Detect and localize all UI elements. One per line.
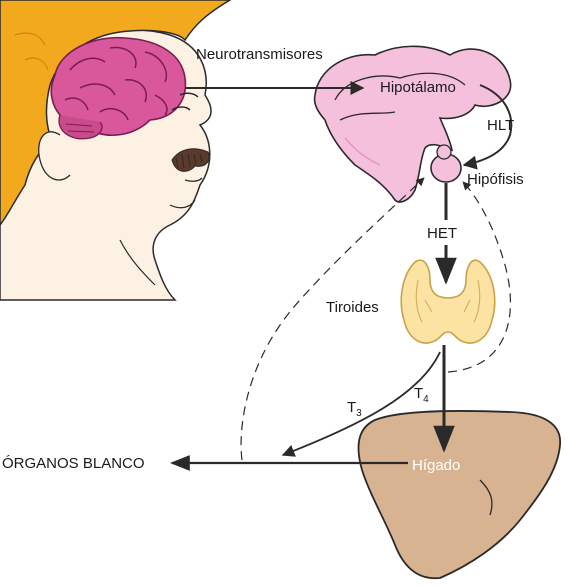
label-liver: Hígado bbox=[412, 457, 461, 474]
label-thyroid: Tiroides bbox=[326, 299, 379, 316]
feedback-dashed-right bbox=[447, 181, 512, 373]
cerebellum bbox=[58, 114, 103, 140]
label-target-organs: ÓRGANOS BLANCO bbox=[2, 455, 145, 472]
t3-arrow bbox=[281, 351, 441, 457]
brain-folds bbox=[64, 46, 168, 121]
label-het: HET bbox=[427, 225, 457, 242]
liver-organ bbox=[357, 410, 561, 580]
hair bbox=[0, 0, 232, 227]
feedback-dashed-left bbox=[240, 177, 425, 461]
label-pituitary: Hipófisis bbox=[467, 171, 524, 188]
liver-illustration bbox=[357, 410, 561, 580]
hlt-arrow bbox=[462, 84, 513, 170]
label-t3: T3 bbox=[347, 399, 362, 419]
brain bbox=[50, 36, 187, 136]
ear bbox=[38, 131, 71, 181]
hypothalamus-inner bbox=[334, 72, 466, 121]
thyroid-illustration bbox=[400, 259, 496, 344]
label-hlt: HLT bbox=[487, 117, 515, 134]
hair-strands bbox=[14, 32, 49, 71]
arrows bbox=[170, 81, 513, 471]
label-hypothalamus: Hipotálamo bbox=[380, 79, 456, 96]
eye bbox=[171, 106, 191, 111]
thyroid-gland bbox=[400, 259, 496, 344]
head-illustration bbox=[0, 0, 232, 301]
label-t4: T4 bbox=[414, 385, 429, 405]
label-neurotransmitters: Neurotransmisores bbox=[196, 46, 323, 63]
